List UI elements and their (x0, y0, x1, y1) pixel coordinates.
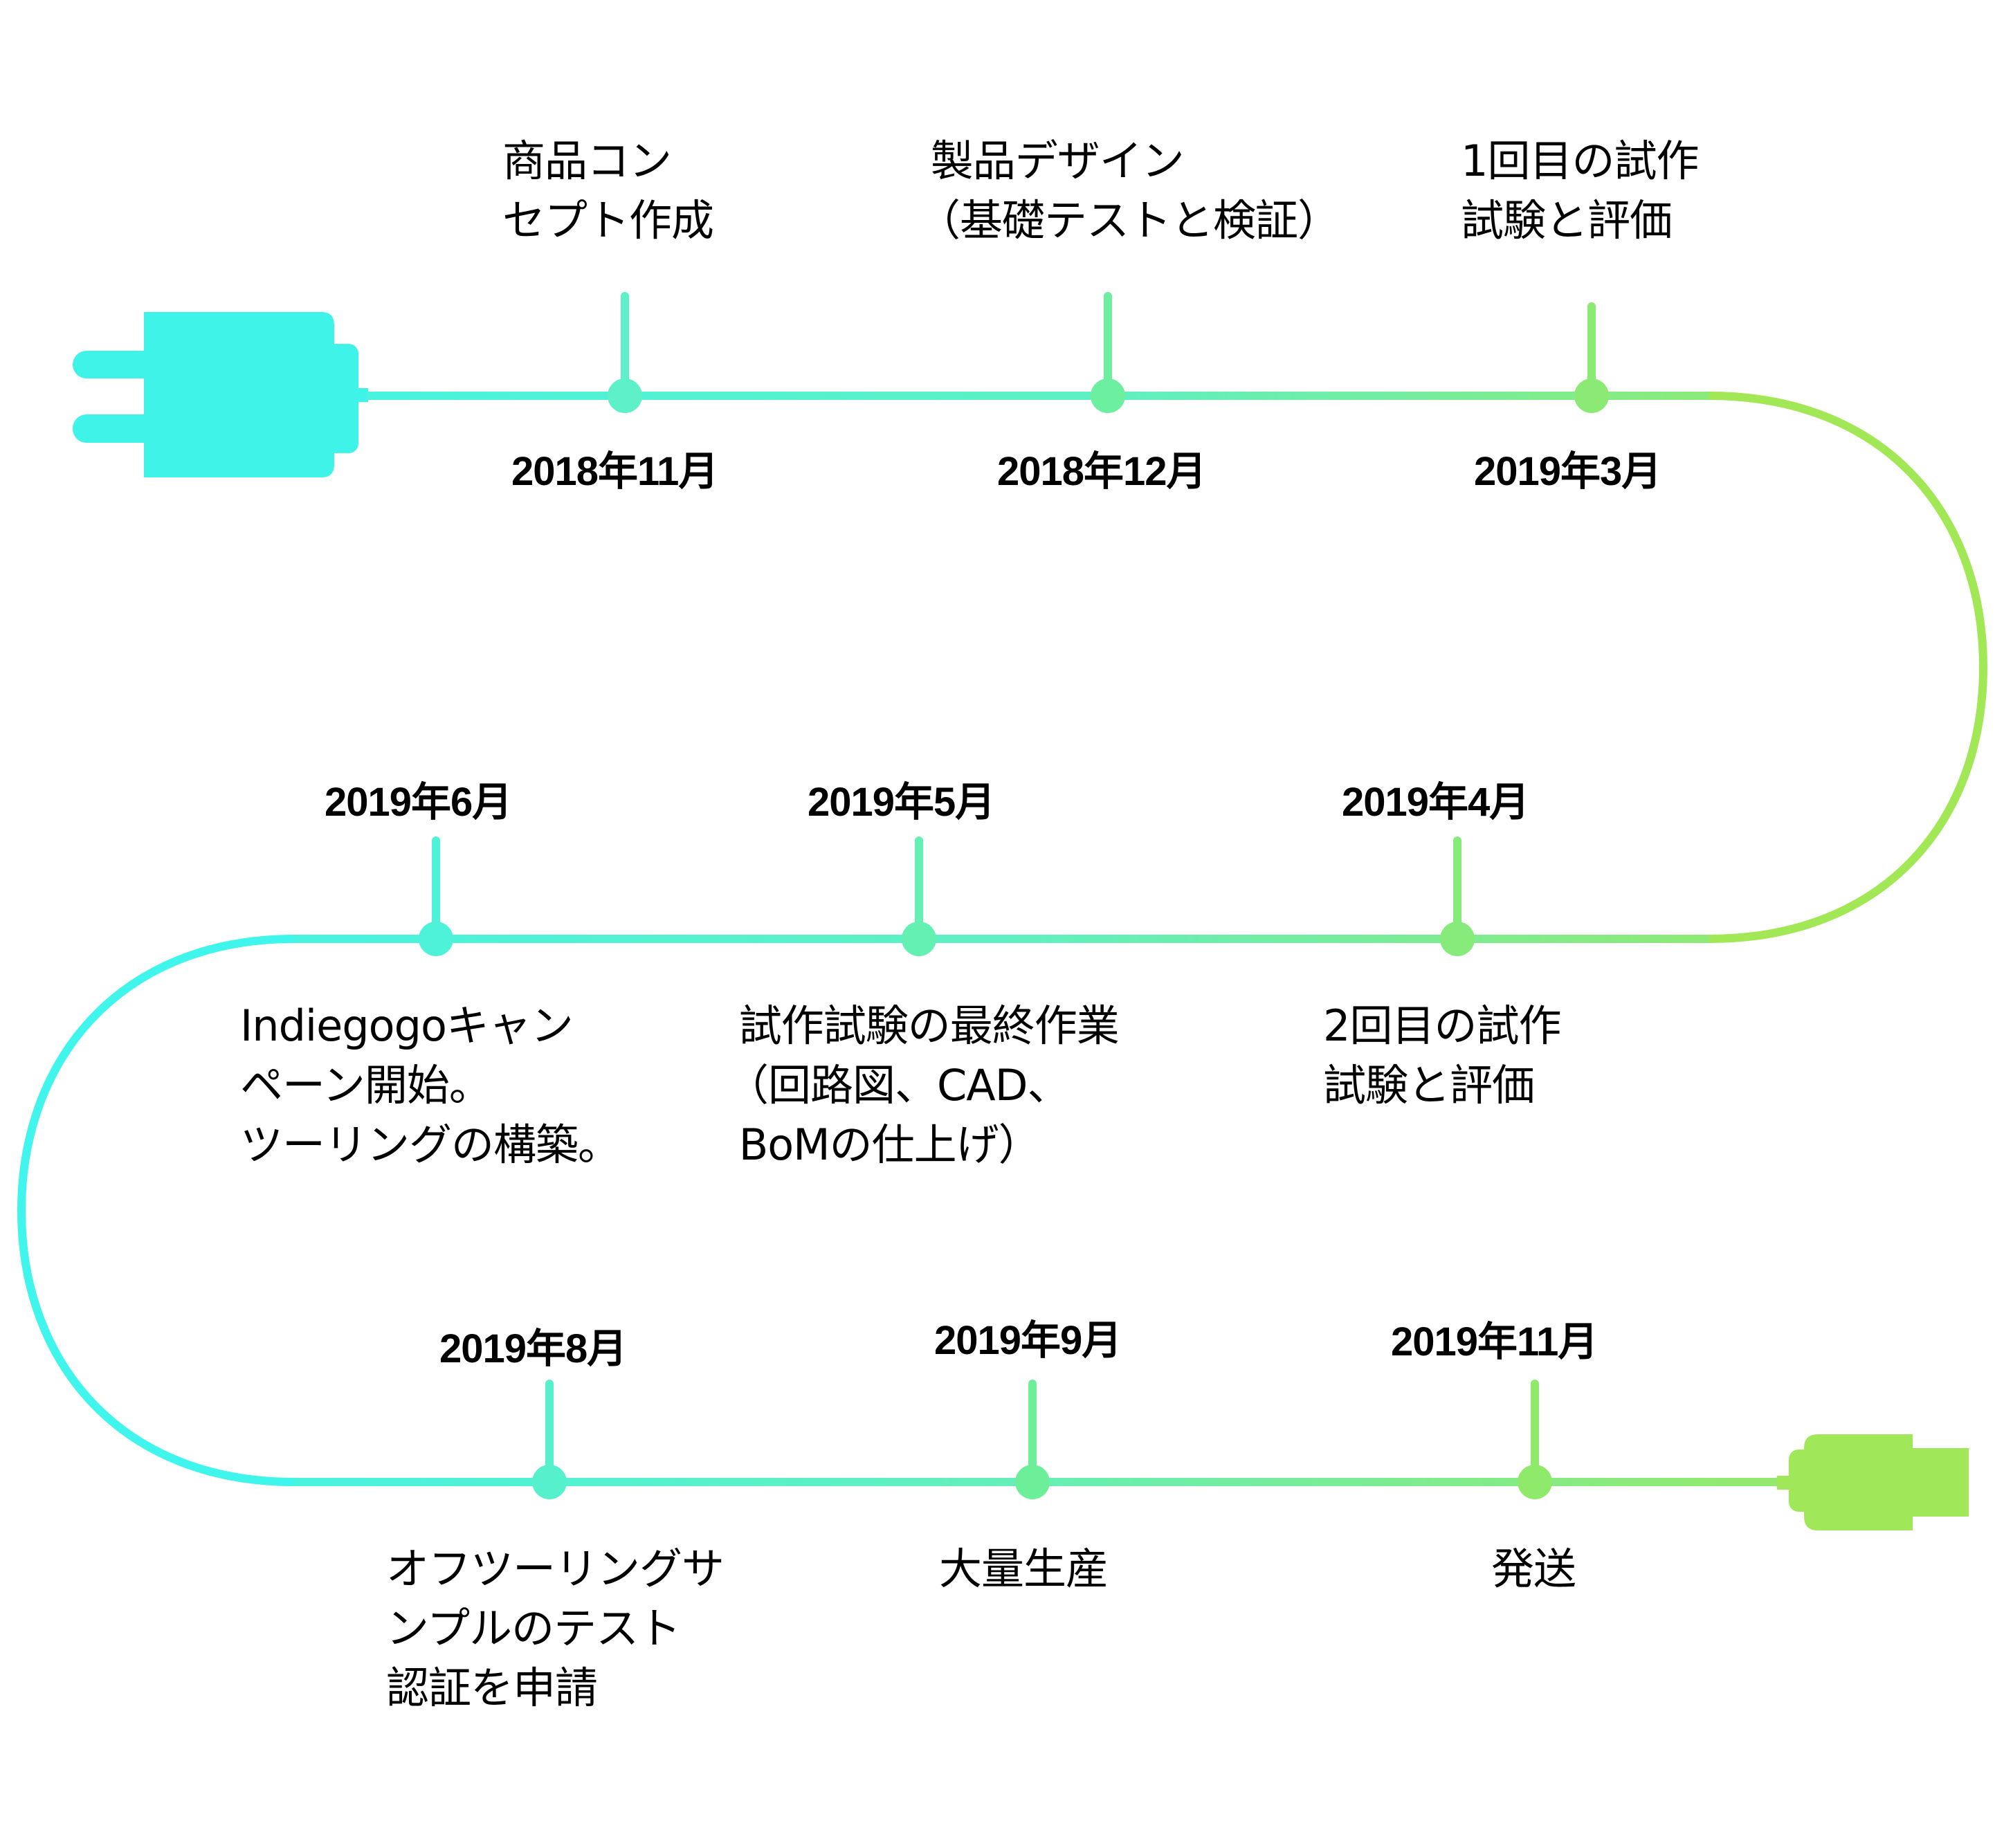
milestone-description-line: オフツーリングサ (386, 1544, 725, 1594)
milestone-description: 大量生産 (939, 1539, 1109, 1599)
milestone-description-line: ツーリングの構築。 (240, 1119, 621, 1170)
milestone-description-line: 試験と評価 (1461, 195, 1673, 246)
connector-tip (1913, 1448, 1969, 1517)
milestone-marker (608, 292, 642, 413)
milestone-description-line: 商品コン (502, 136, 672, 186)
milestone-description-line: 大量生産 (939, 1544, 1109, 1594)
cable-right-curve (1709, 392, 1988, 943)
plug-collar (358, 388, 368, 402)
milestone-date: 2019年6月 (325, 780, 512, 825)
milestone-dot (532, 1465, 567, 1499)
milestone-description-line: 1回目の試作 (1461, 136, 1699, 186)
milestone-date: 2018年12月 (997, 449, 1207, 494)
milestone-marker (1440, 836, 1475, 956)
milestone-description-line: 製品デザイン (918, 136, 1185, 186)
milestone-marker (419, 836, 453, 956)
plug-prong-bottom (73, 414, 163, 443)
milestone-description: オフツーリングサンプルのテスト認証を申請 (386, 1539, 725, 1718)
milestone-description-line: 試作試験の最終作業 (726, 1000, 1120, 1051)
milestone-date: 2019年8月 (439, 1326, 627, 1371)
milestone-description: 2回目の試作試験と評価 (1323, 996, 1561, 1115)
milestone-description-line: （基礎テストと検証） (918, 195, 1340, 246)
milestone-description: Indiegogoキャンペーン開始。ツーリングの構築。 (240, 996, 621, 1175)
milestone-description-line: 発送 (1491, 1544, 1576, 1594)
milestone-description: 試作試験の最終作業 （回路図、CAD、 BoMの仕上げ） (726, 996, 1120, 1175)
milestone-description-line: （回路図、CAD、 (726, 1060, 1070, 1110)
plug-body (144, 312, 334, 477)
milestone-date: 2019年9月 (934, 1318, 1122, 1363)
milestone-description-line: 試験と評価 (1323, 1060, 1535, 1110)
milestone-date: 2019年5月 (808, 780, 995, 825)
milestone-date: 2018年11月 (511, 449, 718, 494)
milestone-marker (1518, 1380, 1552, 1499)
cable-left-curve (17, 935, 295, 1486)
milestone-date: 2019年11月 (1391, 1319, 1598, 1364)
milestone-date: 2019年4月 (1342, 780, 1529, 825)
milestone-description-line: ペーン開始。 (240, 1060, 492, 1110)
milestone-description-line: セプト作成 (502, 195, 714, 246)
milestone-marker (1015, 1380, 1050, 1499)
usb-connector-icon (1777, 1434, 1969, 1530)
milestone-description: 製品デザイン （基礎テストと検証） (918, 131, 1340, 250)
milestone-description: 1回目の試作試験と評価 (1461, 131, 1699, 250)
milestone-description: 商品コンセプト作成 (502, 131, 714, 250)
milestone-dot (1015, 1465, 1050, 1499)
plug-strain-relief (325, 344, 358, 453)
milestone-dot (608, 378, 642, 413)
connector-collar (1777, 1476, 1792, 1490)
milestone-description-line: 2回目の試作 (1323, 1000, 1561, 1051)
milestone-dot (1574, 378, 1609, 413)
milestone-marker (1091, 292, 1125, 413)
milestone-marker (532, 1380, 567, 1499)
connector-body (1804, 1434, 1913, 1530)
milestone-dot (1091, 378, 1125, 413)
milestone-dot (1518, 1465, 1552, 1499)
milestone-marker (1574, 302, 1609, 413)
milestone-description-line: BoMの仕上げ） (726, 1119, 1041, 1170)
milestone-dot (902, 922, 936, 956)
milestone-description-line: 認証を申請 (386, 1663, 598, 1713)
milestone-description: 発送 (1491, 1539, 1576, 1599)
milestone-marker (902, 836, 936, 956)
milestone-description-line: Indiegogoキャン (240, 1000, 574, 1051)
milestone-description-line: ンプルのテスト (386, 1603, 681, 1654)
milestone-dot (419, 922, 453, 956)
plug-prong-top (73, 351, 163, 378)
milestone-date: 2019年3月 (1474, 449, 1661, 494)
power-plug-icon (73, 312, 368, 477)
milestone-dot (1440, 922, 1475, 956)
